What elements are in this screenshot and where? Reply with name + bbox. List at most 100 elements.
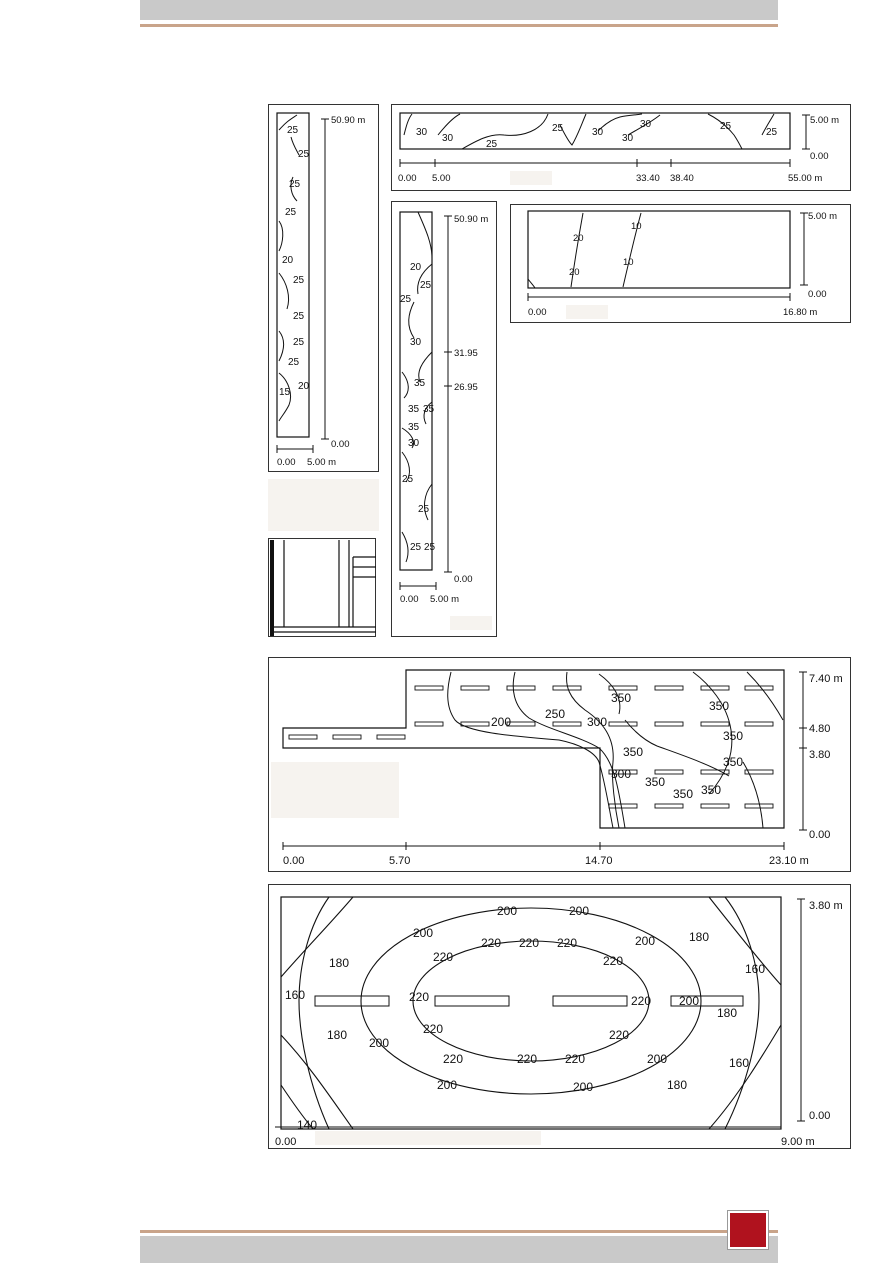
dimension-label: 38.40 [670, 173, 694, 184]
dimension-label: 5.00 m [430, 594, 459, 605]
dimension-lines [527, 212, 808, 301]
dimension-label: 16.80 m [783, 307, 817, 318]
dimension-label: 3.80 m [809, 900, 843, 912]
contour-label: 25 [285, 207, 297, 218]
contour-label: 200 [647, 1052, 667, 1066]
contour-label: 25 [552, 123, 564, 134]
contour-label: 220 [433, 950, 453, 964]
contour-label: 220 [481, 936, 501, 950]
caption-placeholder [315, 1131, 541, 1145]
contour-label: 180 [689, 930, 709, 944]
contour-label: 25 [720, 121, 732, 132]
contour-label: 30 [640, 119, 652, 130]
contour-label: 200 [437, 1078, 457, 1092]
dimension-labels: 50.90 m 31.95 26.95 0.00 0.00 5.00 m [400, 214, 488, 605]
caption-placeholder [268, 479, 379, 531]
header-band [140, 0, 778, 20]
contour-labels: 25 25 25 25 20 25 25 25 25 20 15 [279, 125, 310, 398]
dimension-label: 0.00 [400, 594, 419, 605]
contour-label: 30 [442, 133, 454, 144]
dimension-label: 4.80 [809, 723, 830, 735]
dimension-label: 3.80 [809, 749, 830, 761]
contour-labels: 20 25 25 30 35 35 35 35 30 25 25 25 25 [400, 262, 436, 553]
contour-label: 20 [573, 233, 584, 244]
dimension-label: 9.00 m [781, 1136, 815, 1148]
building-thumbnail [268, 538, 376, 637]
contour-label: 30 [410, 337, 422, 348]
contour-label: 300 [587, 715, 607, 729]
dimension-label: 0.00 [283, 855, 304, 867]
contour-label: 180 [327, 1028, 347, 1042]
contour-label: 25 [486, 139, 498, 150]
dimension-label: 0.00 [810, 151, 829, 162]
contour-label: 180 [329, 956, 349, 970]
contour-label: 200 [497, 904, 517, 918]
dimension-labels: 7.40 m 4.80 3.80 0.00 0.00 5.70 14.70 23… [283, 673, 843, 867]
contour-label: 220 [517, 1052, 537, 1066]
page-number-badge [728, 1211, 768, 1249]
contour-label: 30 [622, 133, 634, 144]
contour-label: 220 [423, 1022, 443, 1036]
contour-label: 25 [420, 280, 432, 291]
contour-labels: 350 350 200 250 300 350 350 300 350 350 … [491, 691, 743, 801]
contour-label: 180 [717, 1006, 737, 1020]
illuminance-plan-b: 30 30 25 25 30 30 30 25 25 5.00 m 0.00 0… [391, 104, 851, 191]
contour-label: 35 [408, 404, 420, 415]
dimension-labels: 5.00 m 0.00 0.00 16.80 m [528, 211, 837, 318]
label-placeholder [450, 616, 492, 630]
dimension-label: 5.00 m [307, 457, 336, 468]
contour-label: 220 [519, 936, 539, 950]
dimension-label: 5.70 [389, 855, 410, 867]
thumbnail-drawing [270, 540, 376, 636]
dimension-label: 7.40 m [809, 673, 843, 685]
contour-label: 35 [408, 422, 420, 433]
contour-label: 20 [298, 381, 310, 392]
label-placeholder [510, 171, 552, 185]
dimension-lines [276, 118, 329, 453]
contour-label: 200 [573, 1080, 593, 1094]
dimension-label: 0.00 [809, 1110, 830, 1122]
contour-label: 25 [418, 504, 430, 515]
contour-label: 25 [287, 125, 299, 136]
contour-labels: 30 30 25 25 30 30 30 25 25 [416, 119, 778, 150]
contour-label: 220 [409, 990, 429, 1004]
contour-label: 10 [623, 257, 634, 268]
contour-label: 200 [369, 1036, 389, 1050]
contour-labels: 200 200 200 180 220 220 220 220 220 160 … [285, 904, 765, 1132]
contour-label: 200 [413, 926, 433, 940]
illuminance-plan-a: 25 25 25 25 20 25 25 25 25 20 15 50.90 m… [268, 104, 379, 472]
contour-label: 25 [289, 179, 301, 190]
contour-label: 220 [565, 1052, 585, 1066]
dimension-label: 0.00 [398, 173, 417, 184]
dimension-label: 0.00 [809, 829, 830, 841]
dimension-label: 0.00 [528, 307, 547, 318]
dimension-label: 33.40 [636, 173, 660, 184]
contour-label: 30 [592, 127, 604, 138]
plan-e-drawing: 350 350 200 250 300 350 350 300 350 350 … [271, 669, 843, 867]
footer-band [140, 1236, 778, 1263]
contour-label: 20 [410, 262, 422, 273]
contour-labels: 10 20 10 20 [569, 221, 642, 278]
contour-label: 25 [410, 542, 422, 553]
room-outline [282, 669, 785, 829]
dimension-label: 26.95 [454, 382, 478, 393]
dimension-label: 23.10 m [769, 855, 809, 867]
dimension-labels: 50.90 m 0.00 0.00 5.00 m [277, 115, 365, 468]
label-placeholder [566, 305, 608, 319]
room-outline [399, 211, 433, 571]
contour-label: 350 [611, 691, 631, 705]
contour-lines [278, 114, 300, 422]
contour-label: 25 [293, 311, 305, 322]
dimension-label: 5.00 m [808, 211, 837, 222]
contour-label: 350 [723, 729, 743, 743]
contour-label: 220 [603, 954, 623, 968]
room-outline [280, 896, 782, 1130]
caption-placeholder [271, 762, 399, 818]
dimension-label: 0.00 [454, 574, 473, 585]
contour-lines [527, 212, 642, 289]
contour-label: 10 [631, 221, 642, 232]
room-outline [527, 210, 791, 289]
contour-label: 160 [729, 1056, 749, 1070]
contour-label: 140 [297, 1118, 317, 1132]
contour-label: 220 [631, 994, 651, 1008]
